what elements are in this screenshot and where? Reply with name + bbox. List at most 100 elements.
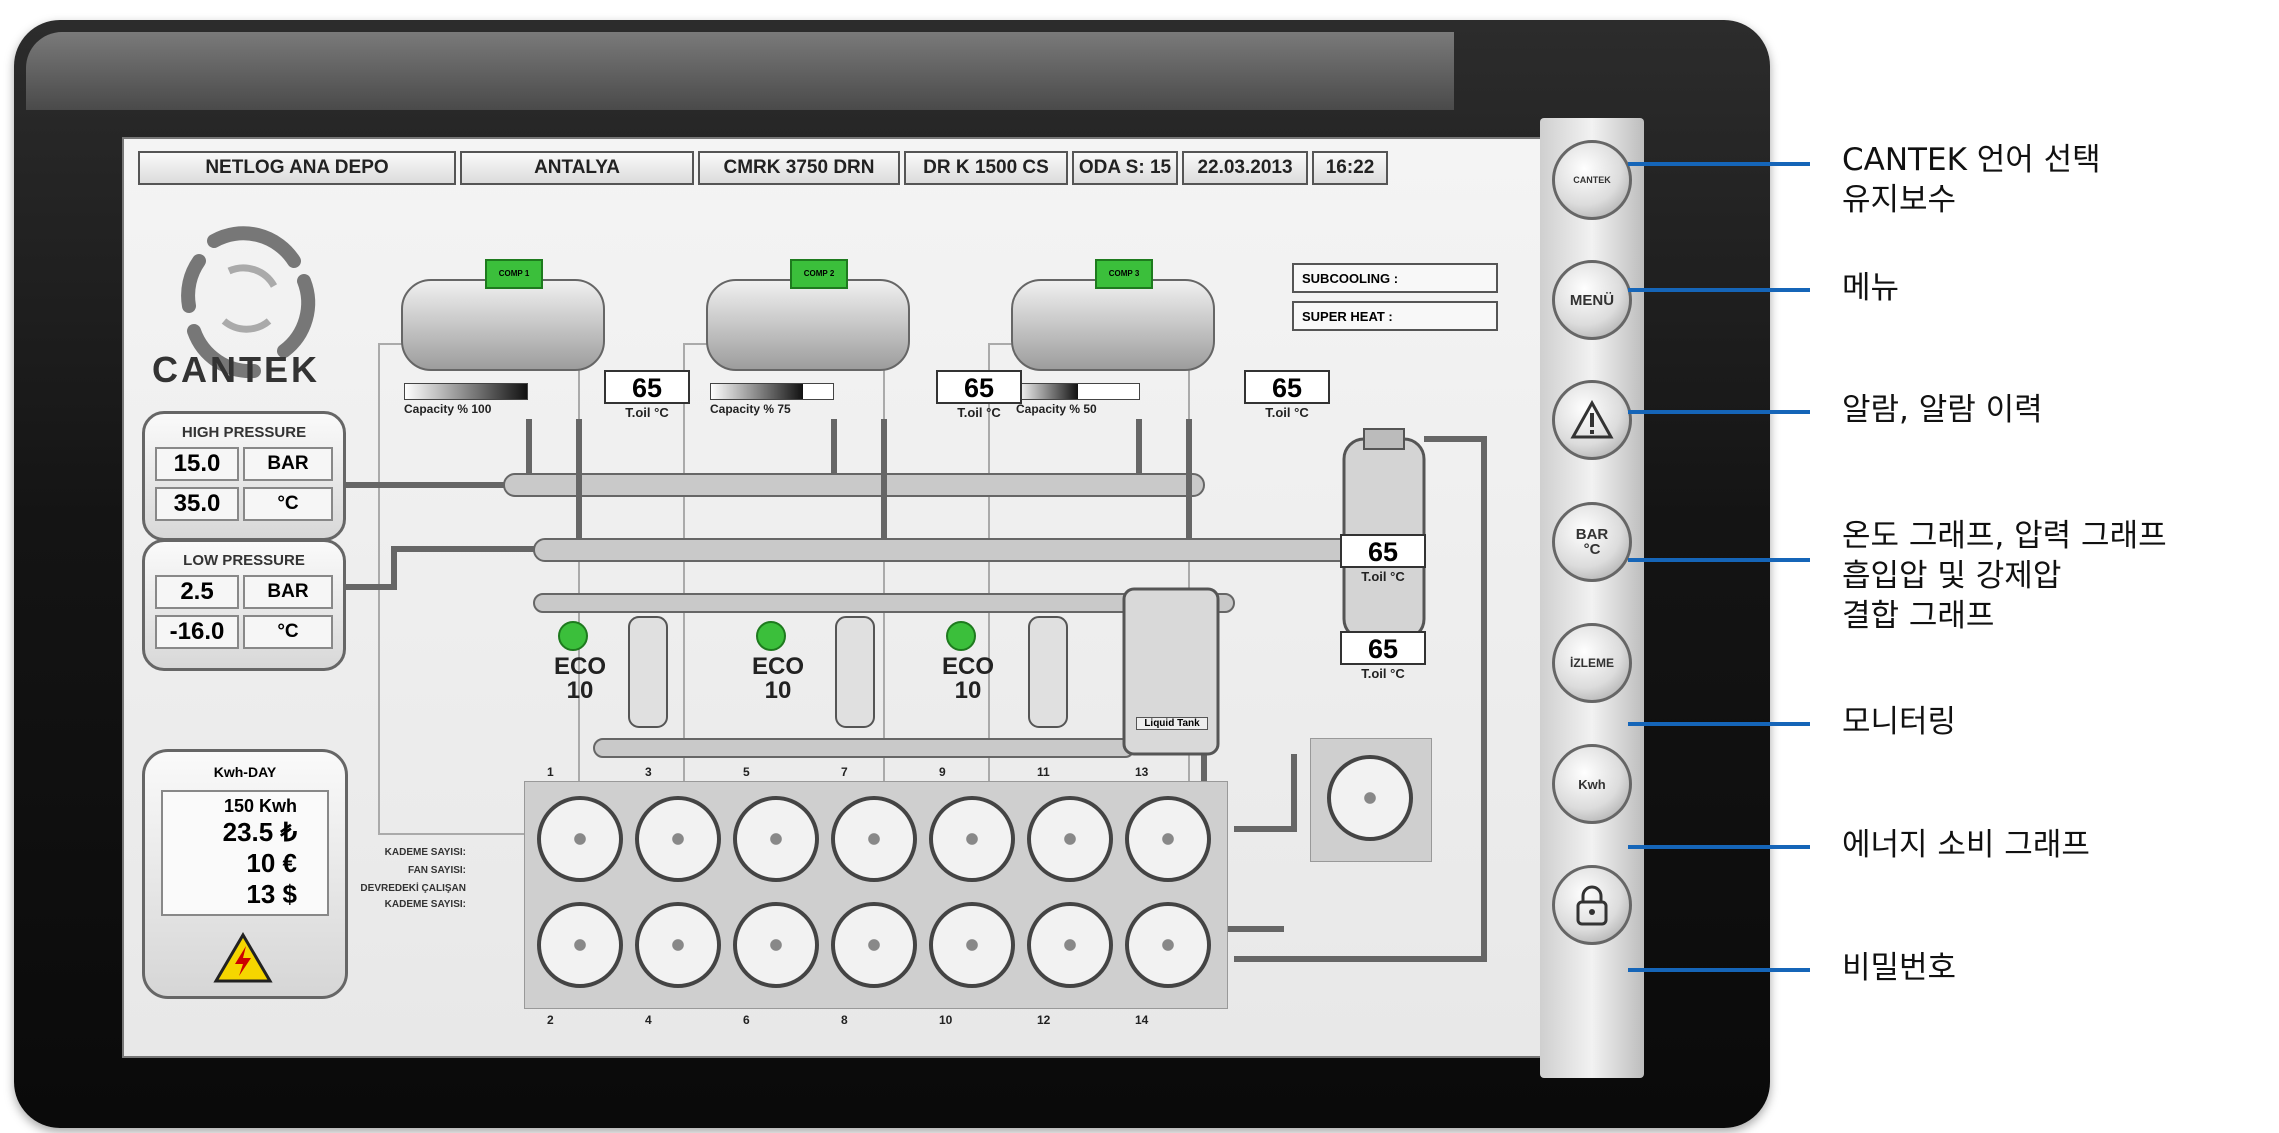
callout-line-text: 흡입압 및 강제압	[1842, 558, 2062, 594]
capacity-bar-2	[710, 383, 834, 400]
fan-icon	[929, 796, 1015, 882]
comp-1-label: COMP 1	[485, 259, 543, 289]
toil-receiver: 65 T.oil °C	[1340, 631, 1426, 689]
kwh-title: Kwh-DAY	[213, 764, 277, 780]
callout-line-7	[1628, 968, 1810, 972]
comp-2-label: COMP 2	[790, 259, 848, 289]
callout-line-text: CANTEK 언어 선택	[1842, 142, 2101, 178]
high-voltage-warning-icon	[213, 932, 273, 983]
menu-button[interactable]: MENÜ	[1552, 260, 1632, 340]
side-button-panel: CANTEK MENÜ BAR °C İZLEME Kwh	[1540, 118, 1644, 1078]
fan-icon	[635, 796, 721, 882]
cantek-logo-icon	[181, 226, 316, 379]
callout-line-text: 결합 그래프	[1842, 598, 1995, 634]
eco-label: ECO	[554, 653, 607, 680]
graph-button[interactable]: BAR °C	[1552, 502, 1632, 582]
eco-indicator-1: ECO 10	[554, 621, 606, 703]
compressor-2: COMP 2	[706, 259, 910, 371]
low-pressure-panel[interactable]: LOW PRESSURE 2.5 BAR -16.0 °C	[142, 539, 346, 671]
fan-icon	[1027, 902, 1113, 988]
high-pressure-bar-value: 15.0	[155, 447, 239, 481]
toil-value: 65	[1340, 534, 1426, 568]
kwh-usd: 13 $	[246, 879, 297, 909]
fan-icon	[537, 902, 623, 988]
low-pressure-title: LOW PRESSURE	[183, 552, 305, 569]
low-pressure-bar-value: 2.5	[155, 575, 239, 609]
kwh-daily: 150 Kwh	[223, 796, 297, 816]
fan-icon	[1327, 755, 1413, 841]
header-city: ANTALYA	[460, 151, 694, 185]
comp-3-label: COMP 3	[1095, 259, 1153, 289]
fan-number: 11	[1037, 765, 1050, 779]
header-unit-model: DR K 1500 CS	[904, 151, 1068, 185]
toil-label: T.oil °C	[1265, 405, 1309, 420]
fan-icon	[831, 902, 917, 988]
header-room: ODA S: 15	[1072, 151, 1178, 185]
superheat-field: SUPER HEAT :	[1292, 301, 1498, 331]
toil-value: 65	[936, 370, 1022, 404]
toil-comp-2: 65 T.oil °C	[936, 370, 1022, 428]
low-pressure-temp-value: -16.0	[155, 615, 239, 649]
eco-status-icon	[946, 621, 976, 651]
callout-energy: 에너지 소비 그래프	[1842, 827, 2090, 863]
capacity-bar-3	[1016, 383, 1140, 400]
fan-number: 7	[841, 765, 848, 779]
bezel-highlight	[26, 32, 1454, 110]
cantek-language-button[interactable]: CANTEK	[1552, 140, 1632, 220]
capacity-label-1: Capacity % 100	[404, 402, 492, 416]
monitoring-button[interactable]: İZLEME	[1552, 623, 1632, 703]
fan-number: 12	[1037, 1013, 1051, 1027]
fan-icon	[831, 796, 917, 882]
toil-separator: 65 T.oil °C	[1340, 534, 1426, 592]
hmi-device: NETLOG ANA DEPO ANTALYA CMRK 3750 DRN DR…	[14, 20, 1770, 1128]
callout-line-3	[1628, 410, 1810, 414]
callout-language-maintenance: CANTEK 언어 선택 유지보수	[1842, 140, 2101, 220]
capacity-bar-1	[404, 383, 528, 400]
fan-number: 2	[547, 1013, 554, 1027]
callout-line-1	[1628, 162, 1810, 166]
energy-panel[interactable]: Kwh-DAY 150 Kwh 23.5 ₺ 10 € 13 $	[142, 749, 348, 999]
alarm-warning-icon	[1570, 400, 1614, 439]
fan-number: 8	[841, 1013, 848, 1027]
capacity-fill-3	[1017, 384, 1078, 399]
callout-alarm: 알람, 알람 이력	[1842, 392, 2043, 428]
high-pressure-title: HIGH PRESSURE	[181, 424, 307, 441]
callout-menu: 메뉴	[1842, 270, 1900, 306]
energy-graph-button[interactable]: Kwh	[1552, 744, 1632, 824]
toil-label: T.oil °C	[1361, 666, 1405, 681]
header-date: 22.03.2013	[1182, 151, 1308, 185]
password-button[interactable]	[1552, 865, 1632, 945]
eco-status-icon	[756, 621, 786, 651]
compressor-3: COMP 3	[1011, 259, 1215, 371]
toil-value: 65	[1340, 631, 1426, 665]
fan-count-label: FAN SAYISI:	[408, 865, 466, 876]
condenser-fan-panel	[524, 781, 1228, 1009]
hmi-screen: NETLOG ANA DEPO ANTALYA CMRK 3750 DRN DR…	[122, 137, 1544, 1058]
fan-icon	[929, 902, 1015, 988]
compressor-1: COMP 1	[401, 259, 605, 371]
callout-line-4	[1628, 558, 1810, 562]
fan-number: 3	[645, 765, 652, 779]
fan-number: 4	[645, 1013, 652, 1027]
callout-password: 비밀번호	[1842, 950, 1957, 986]
capacity-fill-2	[711, 384, 803, 399]
toil-comp-1: 65 T.oil °C	[604, 370, 690, 428]
fan-number: 13	[1135, 765, 1149, 779]
low-pressure-temp-unit: °C	[243, 615, 333, 649]
low-pressure-bar-unit: BAR	[243, 575, 333, 609]
capacity-label-3: Capacity % 50	[1016, 402, 1097, 416]
fan-icon	[635, 902, 721, 988]
liquid-tank-label: Liquid Tank	[1136, 717, 1208, 730]
fan-number: 14	[1135, 1013, 1149, 1027]
callout-line-text: 유지보수	[1842, 182, 1957, 218]
header-rack-model: CMRK 3750 DRN	[698, 151, 900, 185]
running-stage-count-label: KADEME SAYISI:	[384, 899, 466, 910]
kwh-eur: 10 €	[246, 848, 297, 878]
high-pressure-temp-unit: °C	[243, 487, 333, 521]
callout-line-text: 온도 그래프, 압력 그래프	[1842, 518, 2167, 554]
alarm-button[interactable]	[1552, 380, 1632, 460]
fan-number: 6	[743, 1013, 750, 1027]
fan-icon	[733, 796, 819, 882]
high-pressure-panel[interactable]: HIGH PRESSURE 15.0 BAR 35.0 °C	[142, 411, 346, 541]
callout-graphs: 온도 그래프, 압력 그래프 흡입압 및 강제압 결합 그래프	[1842, 516, 2167, 636]
